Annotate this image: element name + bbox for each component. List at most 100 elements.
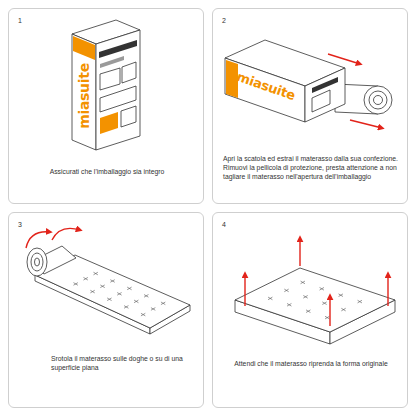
unroll-arrows: [26, 228, 80, 248]
quilting-crosses: [107, 298, 111, 301]
quilting-crosses: [287, 303, 291, 306]
quilting-crosses: [268, 297, 272, 300]
quilting-crosses: [322, 302, 326, 305]
step-panel: 3Srotola il materasso sulle doghe o su d…: [8, 212, 204, 408]
step-caption: Attendi che il materasso riprenda la for…: [223, 359, 399, 368]
quilting-crosses: [306, 310, 310, 313]
rise-arrows: [299, 238, 300, 266]
quilting-crosses: [134, 300, 138, 303]
quilting-crosses: [141, 313, 145, 316]
quilting-crosses: [320, 287, 324, 290]
quilting-crosses: [306, 310, 310, 313]
quilting-crosses: [325, 316, 329, 319]
quilting-crosses: [339, 294, 343, 297]
rise-arrows: [245, 238, 388, 326]
quilting-crosses: [93, 272, 97, 275]
quilting-crosses: [339, 294, 343, 297]
quilting-crosses: [73, 272, 165, 316]
step-panel: 2Apri la scatola ed estrai il materasso …: [212, 8, 408, 204]
box-open: [305, 68, 345, 122]
box-upright: [72, 20, 140, 150]
quilting-crosses: [322, 302, 326, 305]
mattress-unrolling: [27, 246, 190, 334]
mattress-unrolling: [31, 253, 43, 271]
rise-arrows: [387, 274, 388, 306]
quilting-crosses: [110, 280, 114, 283]
quilting-crosses: [341, 308, 345, 311]
quilting-crosses: [73, 283, 77, 286]
quilting-crosses: [93, 272, 97, 275]
box-upright: [100, 56, 124, 68]
box-upright: [100, 68, 120, 90]
quilting-crosses: [107, 298, 111, 301]
quilting-crosses: [284, 289, 288, 292]
step-panel: 4Attendi che il materasso riprenda la fo…: [212, 212, 408, 408]
box-upright: [122, 62, 136, 83]
step-number: 1: [18, 17, 22, 24]
quilting-crosses: [124, 306, 128, 309]
step-caption: Apri la scatola ed estrai il materasso d…: [223, 154, 401, 182]
quilting-crosses: [127, 287, 131, 290]
quilting-crosses: [358, 300, 362, 303]
quilting-crosses: [268, 297, 272, 300]
step-number: 2: [222, 17, 226, 24]
box-upright: [99, 40, 137, 58]
box-upright: [73, 36, 95, 60]
step-number: 4: [222, 221, 226, 228]
quilting-crosses: [151, 308, 155, 311]
quilting-crosses: [144, 295, 148, 298]
unroll-arrows: [26, 232, 50, 248]
box-open: [312, 90, 330, 112]
step-caption: Assicurati che l'imballaggio sia integro: [29, 167, 185, 176]
quilting-crosses: [83, 277, 87, 280]
pull-arrows: [328, 54, 360, 64]
unroll-arrows: [52, 228, 80, 240]
rise-arrows: [244, 274, 245, 306]
quilting-crosses: [100, 285, 104, 288]
quilting-crosses: [325, 316, 329, 319]
box-open: [369, 91, 387, 109]
quilting-crosses: [320, 287, 324, 290]
quilting-crosses: [117, 293, 121, 296]
quilting-crosses: [100, 285, 104, 288]
box-open: [225, 40, 392, 122]
quilting-crosses: [127, 287, 131, 290]
box-open: [312, 77, 338, 93]
box-open: [225, 58, 305, 122]
quilting-crosses: [83, 277, 87, 280]
box-upright: [100, 112, 118, 134]
quilting-crosses: [284, 289, 288, 292]
quilting-crosses: [287, 303, 291, 306]
quilting-crosses: [141, 313, 145, 316]
quilting-crosses: [144, 295, 148, 298]
quilting-crosses: [134, 300, 138, 303]
quilting-crosses: [110, 280, 114, 283]
quilting-crosses: [117, 293, 121, 296]
mattress-flat: [235, 268, 395, 332]
quilting-crosses: [90, 290, 94, 293]
quilting-crosses: [151, 308, 155, 311]
box-upright: [72, 34, 96, 150]
mattress-flat: [235, 268, 395, 344]
quilting-crosses: [301, 281, 305, 284]
box-open: [374, 96, 383, 105]
box-open: [364, 86, 392, 114]
step-caption: Srotola il materasso sulle doghe o su di…: [51, 354, 185, 372]
rise-arrows: [329, 296, 330, 326]
quilting-crosses: [124, 306, 128, 309]
quilting-crosses: [301, 281, 305, 284]
pull-arrows: [350, 120, 382, 128]
quilting-crosses: [90, 290, 94, 293]
box-upright: [121, 106, 136, 127]
quilting-crosses: [303, 295, 307, 298]
quilting-crosses: [73, 283, 77, 286]
pull-arrows: [328, 54, 382, 128]
brand-logo: miasuite: [76, 63, 92, 129]
quilting-crosses: [341, 308, 345, 311]
quilting-crosses: [161, 302, 165, 305]
quilting-crosses: [358, 300, 362, 303]
mattress-unrolling: [35, 258, 40, 266]
step-panel: 1Assicurati che l'imballaggio sia integr…: [8, 8, 204, 204]
